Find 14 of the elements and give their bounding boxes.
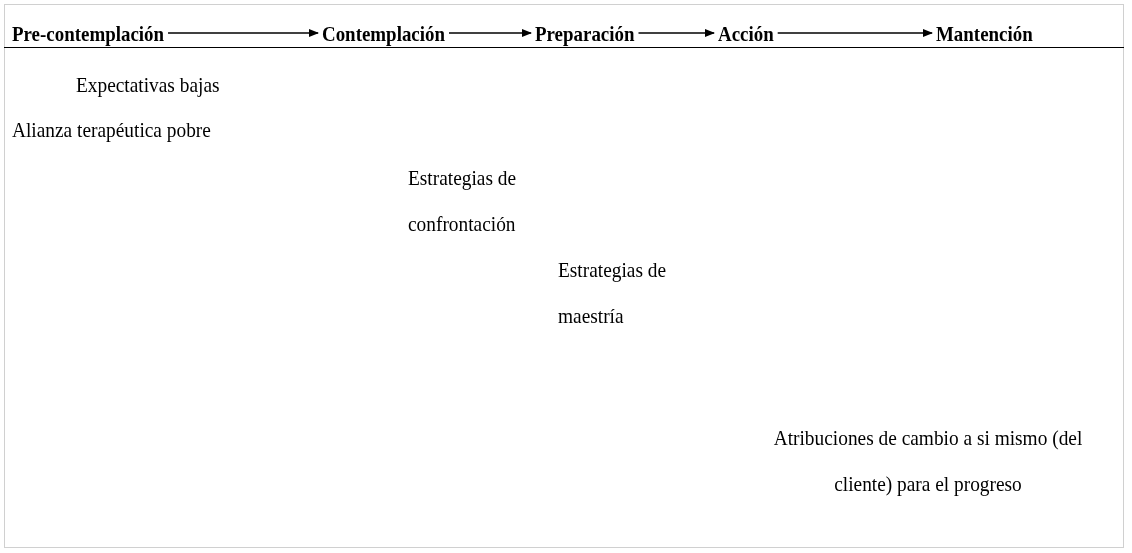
- note-text: Estrategias de maestría: [558, 256, 668, 330]
- stage-label: Preparación: [535, 21, 635, 47]
- stage-label: Contemplación: [322, 21, 445, 47]
- note-text: Estrategias de confrontación: [408, 164, 518, 238]
- arrow: [776, 29, 933, 37]
- stage-label: Acción: [718, 21, 774, 47]
- stage-label: Pre-contemplación: [12, 21, 165, 47]
- arrow: [167, 29, 319, 37]
- arrow: [448, 29, 532, 37]
- stage-label: Mantención: [936, 21, 1033, 47]
- note-text: Expectativas bajas: [76, 71, 221, 99]
- note-text: Alianza terapéutica pobre: [12, 116, 212, 144]
- arrow: [637, 29, 715, 37]
- note-text: Atribuciones de cambio a si mismo (del cliente) para el progreso: [772, 424, 1084, 498]
